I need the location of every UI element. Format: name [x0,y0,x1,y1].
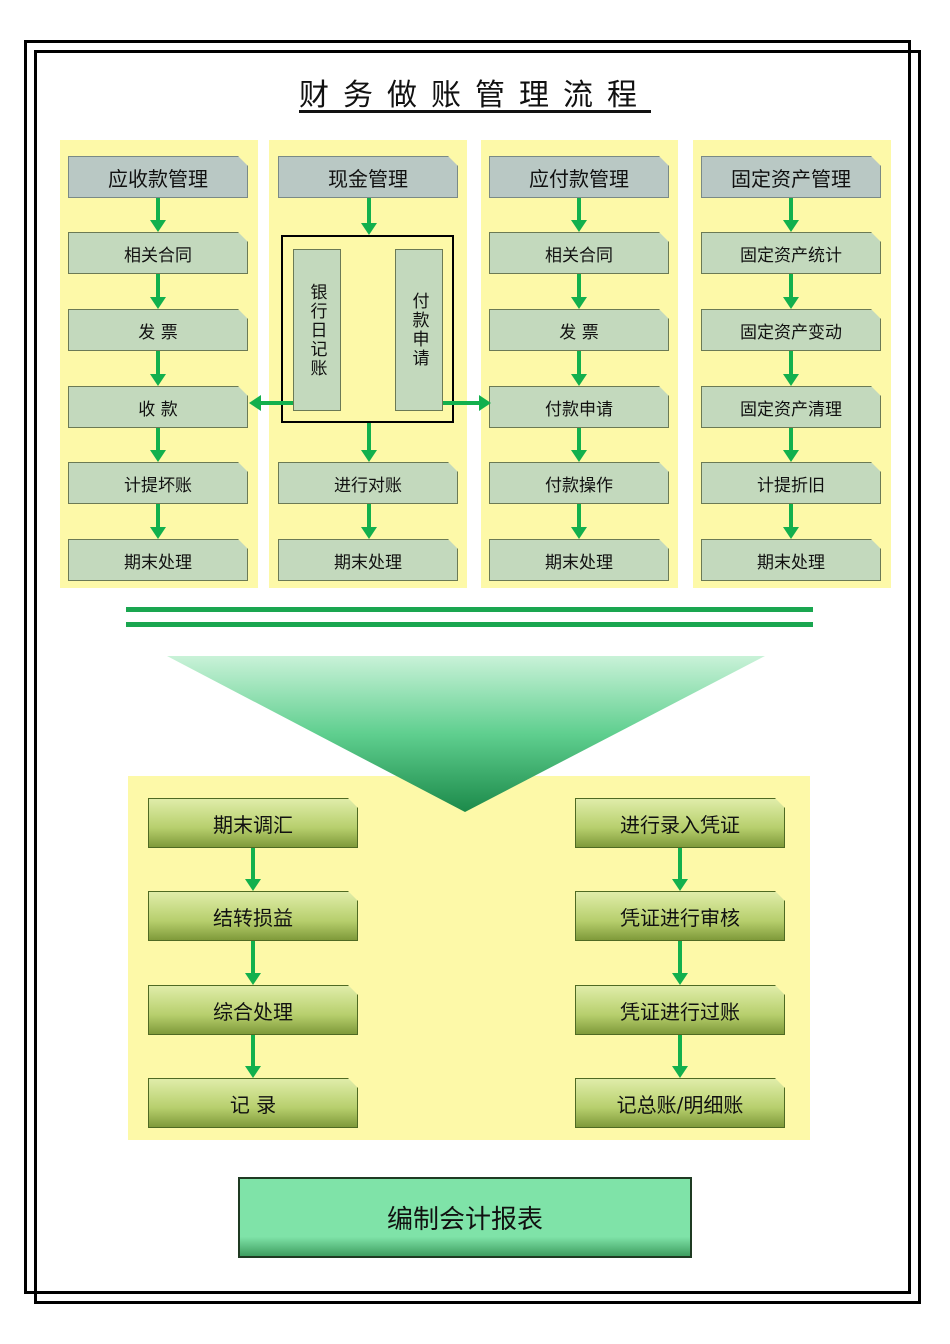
step: 发 票 [489,309,669,351]
step: 期末调汇 [148,798,358,848]
arrow-head [361,527,377,539]
step: 记 录 [148,1078,358,1128]
step: 综合处理 [148,985,358,1035]
arrow-head [571,297,587,309]
final-report-box: 编制会计报表 [238,1177,692,1258]
header-cash: 现金管理 [278,156,458,198]
step: 凭证进行过账 [575,985,785,1035]
step: 凭证进行审核 [575,891,785,941]
step: 固定资产统计 [701,232,881,274]
step: 计提折旧 [701,462,881,504]
arrow-head [571,374,587,386]
arrow-head [150,220,166,232]
arrow-head [361,223,377,235]
arrow-head [150,297,166,309]
arrow-head [150,450,166,462]
header-payables: 应付款管理 [489,156,669,198]
arrow-head [479,395,491,411]
step: 固定资产变动 [701,309,881,351]
page-title: 财务做账管理流程 [299,78,651,113]
arrow-head [150,374,166,386]
arrow-head [783,220,799,232]
step: 收 款 [68,386,248,428]
arrow-head [245,879,261,891]
arrow-head [571,450,587,462]
step: 记总账/明细账 [575,1078,785,1128]
step: 付款操作 [489,462,669,504]
arrow-head [783,450,799,462]
outer-frame-shadow [34,50,921,1304]
arrow-head [571,220,587,232]
step: 结转损益 [148,891,358,941]
step-bank-journal: 银行日记账 [293,249,341,411]
step: 进行录入凭证 [575,798,785,848]
header-fixed-assets: 固定资产管理 [701,156,881,198]
arrow-head [361,450,377,462]
divider-line [126,622,813,627]
header-receivables: 应收款管理 [68,156,248,198]
step: 付款申请 [489,386,669,428]
arrow-head [150,527,166,539]
step: 期末处理 [489,539,669,581]
step: 发 票 [68,309,248,351]
arrow-head [672,1066,688,1078]
arrow-head [245,1066,261,1078]
arrow-head [672,879,688,891]
step: 期末处理 [278,539,458,581]
arrow-head [672,973,688,985]
arrow-head [783,527,799,539]
step: 进行对账 [278,462,458,504]
step: 相关合同 [489,232,669,274]
cash-group-box [281,235,454,423]
step: 计提坏账 [68,462,248,504]
step: 固定资产清理 [701,386,881,428]
divider-line [126,607,813,612]
step: 期末处理 [68,539,248,581]
outer-frame [24,40,911,1294]
step: 期末处理 [701,539,881,581]
arrow-head [571,527,587,539]
step: 相关合同 [68,232,248,274]
arrow-head [783,297,799,309]
arrow-head [783,374,799,386]
arrow-head [245,973,261,985]
arrow-head [249,395,261,411]
funnel-triangle [167,656,765,812]
step-payment-request: 付款申请 [395,249,443,411]
